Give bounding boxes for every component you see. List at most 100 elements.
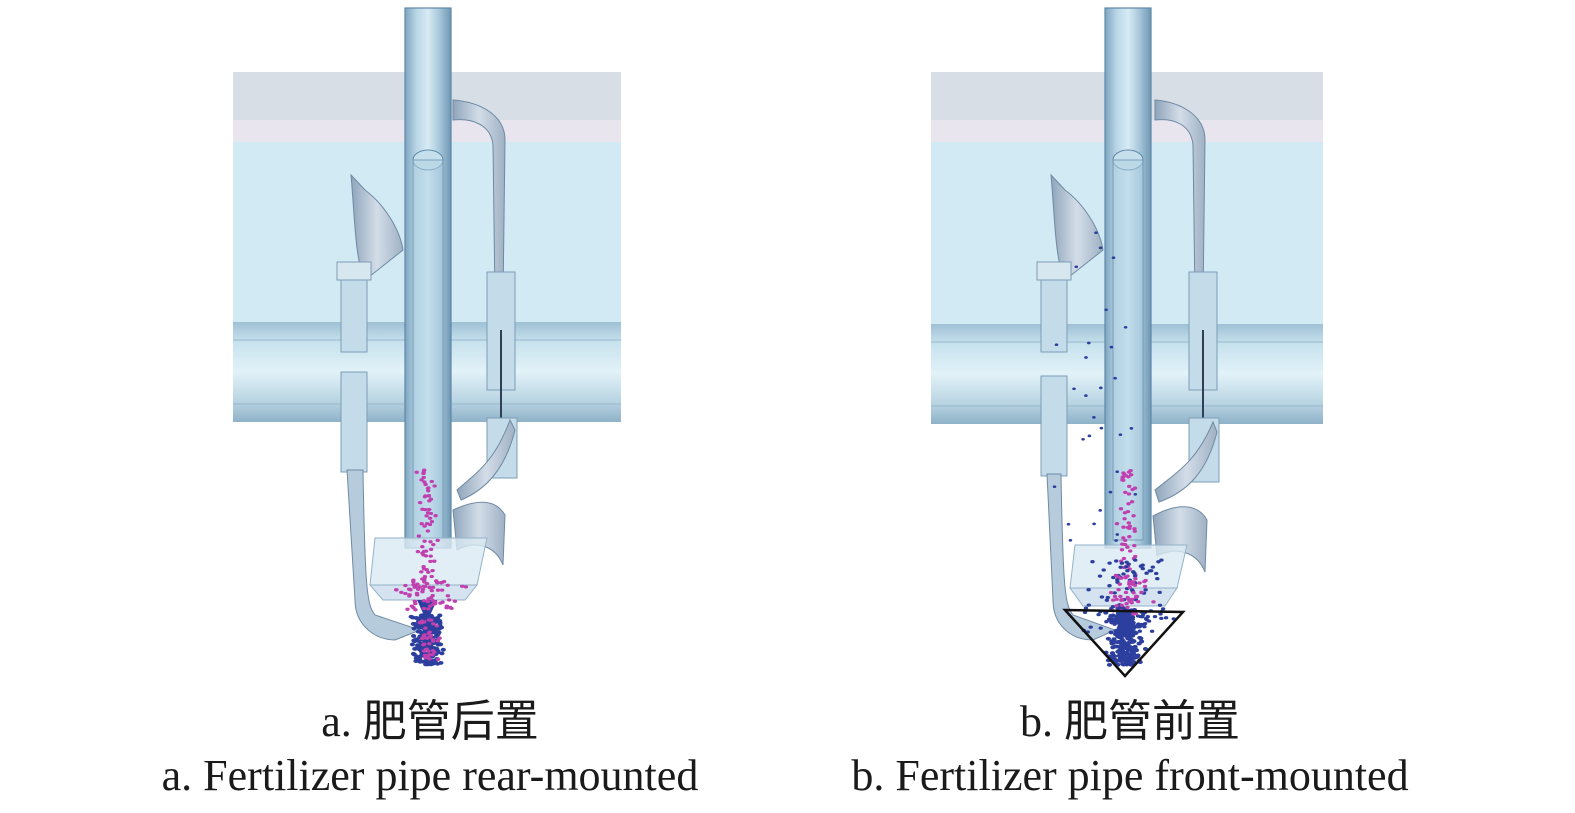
particle [1129,473,1134,477]
left-seed-tube [346,469,422,641]
particle [1132,529,1137,533]
caption-b-english: b. Fertilizer pipe front-mounted [851,751,1409,800]
particle [1109,345,1114,349]
particle [1096,612,1101,617]
particle [1142,625,1147,629]
particle [411,580,416,584]
particle [1111,575,1116,580]
particle [405,607,410,611]
particle [1126,521,1131,525]
particle [1114,604,1119,608]
particle [1084,356,1088,359]
particle [1132,543,1137,548]
particle [1133,558,1138,562]
particle [1112,622,1117,626]
panel-b-render [931,7,1323,678]
particle [1126,470,1132,474]
particle [1136,599,1141,604]
particle [1127,626,1133,631]
particle [1155,577,1160,581]
particle [1131,591,1136,595]
particle [428,554,433,558]
particle [1113,376,1117,380]
particle [1159,616,1164,621]
particle [1111,657,1117,662]
particle [430,568,435,573]
right-lower-blade [456,418,516,501]
particle [1121,525,1126,529]
particle [426,570,431,574]
particle [1143,588,1148,592]
particle [426,607,431,611]
particle [426,649,431,653]
particle [432,650,437,655]
particle [426,631,431,636]
particle [1117,648,1123,653]
panel-b-fertilizer-pipe-front [925,0,1335,690]
particle [433,514,438,518]
particle [1114,522,1120,526]
particle [1072,387,1076,391]
particle [1154,571,1159,576]
particle [1143,617,1149,621]
particle [435,631,441,636]
particle [427,586,433,590]
particle [410,621,416,626]
particle [424,654,430,659]
particle [421,649,427,653]
particle [421,643,426,647]
particle [413,624,420,629]
particle [425,622,431,627]
particle [1108,590,1114,595]
particle [430,637,436,642]
particle [1133,577,1138,581]
particle [429,479,434,484]
particle [1087,341,1091,345]
particle [1101,568,1106,572]
particle [1125,622,1130,627]
panel-a-render [233,7,621,667]
particle [1111,637,1117,642]
particle [1139,590,1144,594]
particle [415,582,420,586]
particle [435,538,440,543]
particle [416,534,422,538]
particle [411,634,417,638]
panel-a-fertilizer-pipe-rear [225,0,635,690]
particle [1131,612,1136,616]
particle [1123,538,1128,543]
particle [423,662,429,667]
particle [424,514,429,518]
particle [410,651,417,656]
particle [1116,588,1121,592]
particle [1066,522,1071,526]
particle [440,647,446,652]
particle [421,606,427,611]
particle [1118,617,1123,622]
particle [419,570,424,574]
particle [423,626,428,630]
particle [1104,620,1109,624]
particle [421,567,427,571]
particle [1114,539,1118,542]
particle [421,549,427,554]
particle [1108,613,1113,618]
particle [1163,616,1169,620]
particle [1142,579,1147,584]
particle [1122,630,1128,635]
particle [1119,561,1125,565]
particle [1126,659,1132,664]
particle [425,600,431,604]
particle [422,584,428,589]
particle [1094,231,1098,235]
particle [1119,548,1125,552]
particle [1132,486,1138,490]
outline-triangle [1062,608,1186,678]
particle [1092,416,1096,419]
particle [437,613,443,618]
particle [1114,615,1120,620]
particle [1152,614,1158,619]
particle [1118,507,1124,511]
particle [1129,500,1135,504]
particle [1125,647,1131,652]
